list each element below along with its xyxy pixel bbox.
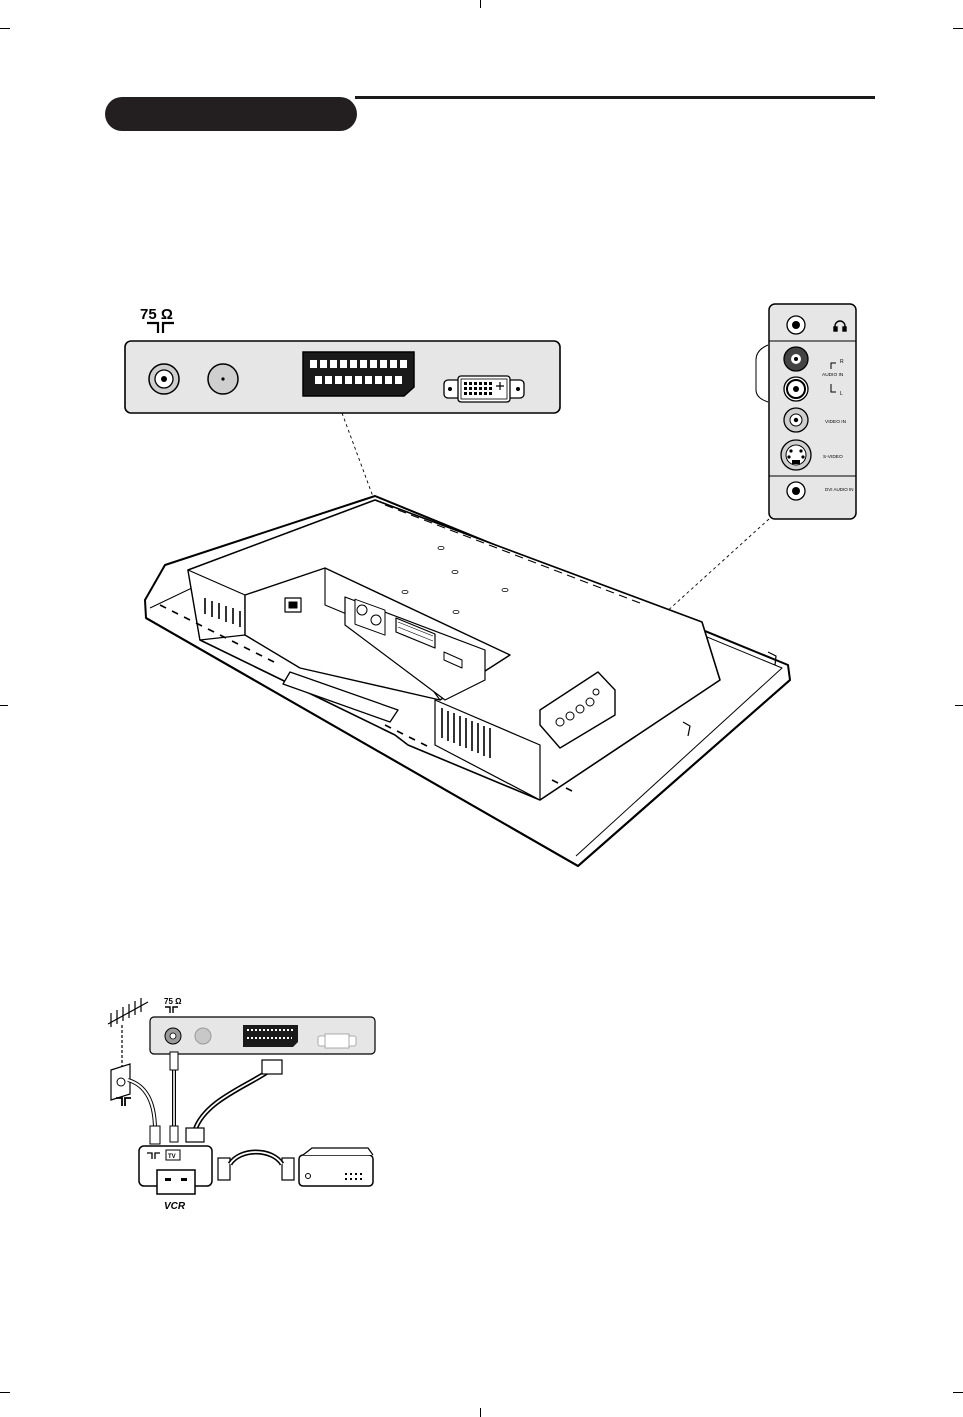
diagram-impedance-label: 75 Ω	[164, 997, 182, 1006]
scart-cable	[186, 1060, 282, 1142]
svideo-label: S-VIDEO	[823, 454, 843, 460]
vcr-device-icon: TV	[139, 1146, 212, 1194]
rear-connector-panel: 75 Ω	[125, 306, 560, 413]
antenna-cable	[128, 1080, 155, 1130]
antenna-socket-2-icon	[208, 364, 238, 394]
vcr-tv-label: TV	[168, 1154, 176, 1160]
tv-power-socket-icon	[285, 598, 301, 612]
scart-socket-icon	[303, 352, 414, 396]
tv-antenna-cable	[170, 1052, 178, 1142]
wall-antenna-symbol-icon	[116, 1098, 131, 1106]
dvi-audio-in-label: DVI AUDIO IN	[825, 487, 854, 492]
diagram-antenna-socket-2-icon	[195, 1028, 211, 1044]
tv-rear-view-illustration	[145, 496, 790, 866]
side-connector-panel: R AUDIO IN L VIDEO IN S-VIDEO DVI AUDIO …	[756, 304, 856, 519]
antenna-symbol-icon	[165, 1007, 178, 1013]
antenna-socket-icon	[149, 364, 179, 394]
video-in-socket-icon	[784, 408, 808, 432]
audio-r-socket-icon	[784, 347, 808, 371]
audio-l-label: L	[840, 391, 843, 397]
antenna-symbol-icon	[147, 323, 174, 333]
diagram-antenna-socket-icon	[165, 1028, 181, 1044]
diagram-scart-socket-icon	[243, 1025, 298, 1047]
video-in-label: VIDEO IN	[825, 419, 847, 425]
rooftop-antenna-icon	[108, 998, 148, 1068]
dvi-socket-icon	[444, 376, 524, 402]
decoder-device-icon	[299, 1148, 373, 1186]
dvi-audio-jack-icon	[787, 482, 805, 500]
diagram-dvi-socket-icon	[318, 1034, 356, 1048]
audio-r-label: R	[840, 359, 844, 365]
impedance-label: 75 Ω	[140, 306, 173, 323]
scart-link-cable	[218, 1152, 294, 1180]
svideo-socket-icon	[781, 440, 811, 470]
wall-socket-icon	[111, 1064, 130, 1100]
audio-in-label: AUDIO IN	[822, 372, 844, 378]
audio-l-socket-icon	[784, 377, 808, 401]
connection-diagram: 75 Ω	[108, 997, 375, 1212]
vcr-label: VCR	[164, 1201, 186, 1212]
headphone-jack-icon	[787, 316, 805, 334]
